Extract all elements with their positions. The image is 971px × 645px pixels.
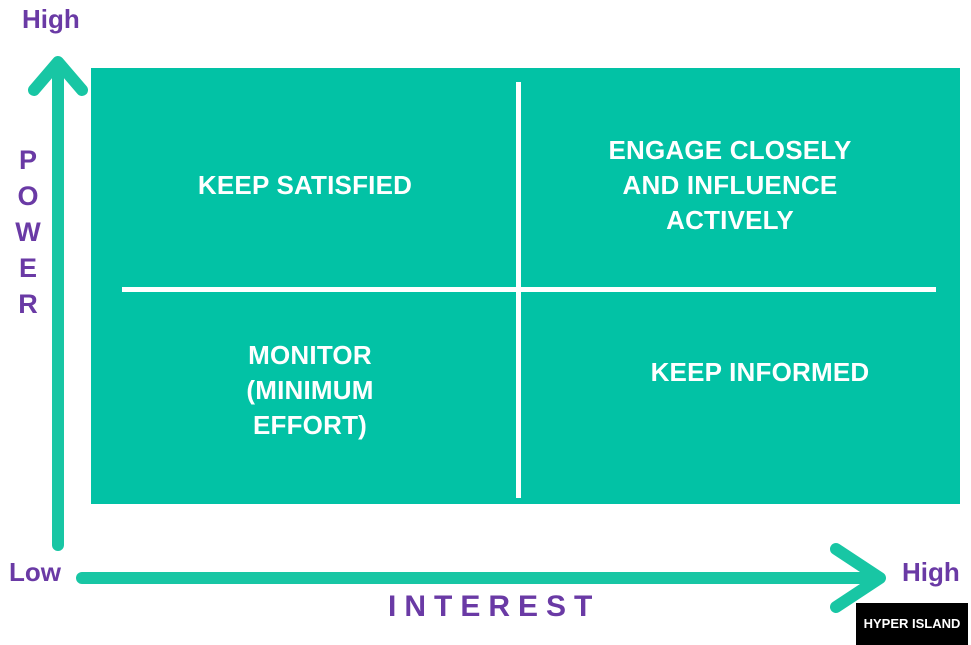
x-axis-arrow xyxy=(76,543,886,613)
x-axis-high-label: High xyxy=(902,557,960,587)
x-axis-low-label: Low xyxy=(9,557,61,587)
y-axis-high-label: High xyxy=(22,4,80,34)
hyper-island-logo: HYPER ISLAND xyxy=(856,603,968,645)
x-axis-title: INTEREST xyxy=(388,590,601,623)
y-axis-arrow xyxy=(28,56,88,551)
quadrant-monitor: MONITOR (MINIMUM EFFORT) xyxy=(246,340,374,440)
y-axis-title: P O W E R xyxy=(15,145,41,319)
quadrant-keep-informed: KEEP INFORMED xyxy=(650,357,870,387)
quadrant-engage-closely: ENGAGE CLOSELY AND INFLUENCE ACTIVELY xyxy=(608,135,852,235)
quadrant-grid xyxy=(91,68,960,504)
quadrant-keep-satisfied: KEEP SATISFIED xyxy=(197,170,413,200)
horizontal-divider xyxy=(122,287,936,292)
